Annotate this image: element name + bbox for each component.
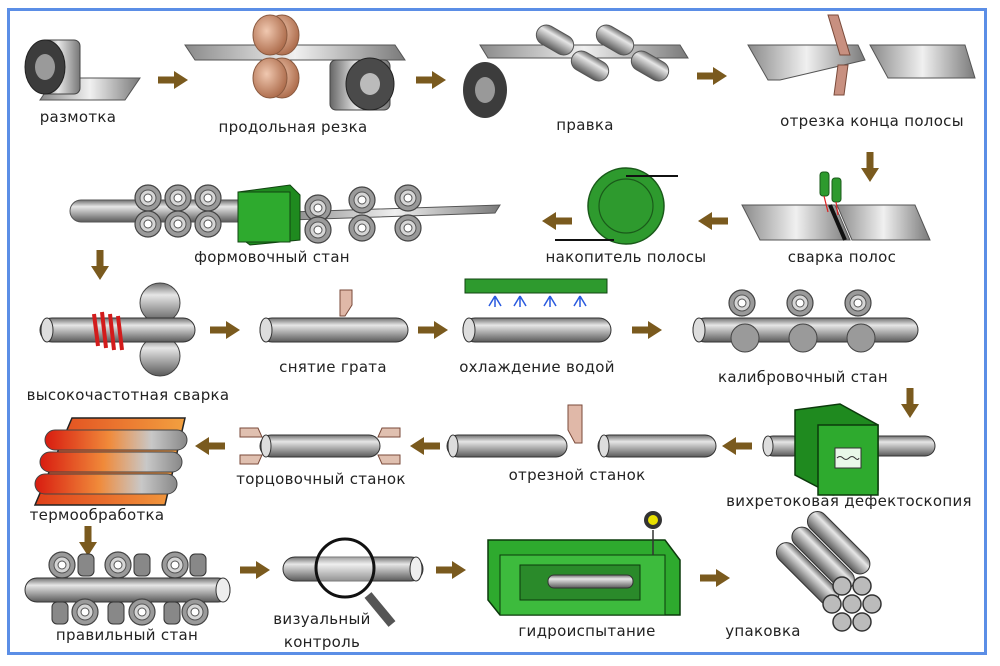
step-label-visual-inspection-line2: контроль — [283, 633, 361, 651]
arrow-left-icon — [698, 212, 728, 230]
arrow-left-icon — [542, 212, 572, 230]
sizing-mill-icon — [692, 289, 919, 353]
strip-welding-icon — [741, 171, 931, 241]
step-label-facing-machine: торцовочный станок — [236, 470, 406, 488]
arrow-right-icon — [632, 321, 662, 339]
arrow-down-icon — [91, 250, 109, 280]
arrow-down-icon — [901, 388, 919, 418]
step-label-packing: упаковка — [725, 622, 801, 640]
forming-mill-icon — [69, 184, 501, 246]
hf-welding-icon — [39, 282, 196, 377]
step-label-eddy-current: вихретоковая дефектоскопия — [726, 492, 972, 510]
straightening-rolls-icon — [463, 24, 689, 118]
coil-unwind-icon — [24, 39, 141, 101]
pipe-bundle-icon — [775, 511, 882, 632]
step-label-straightening: правка — [556, 116, 614, 134]
heat-treatment-icon — [33, 417, 188, 506]
arrow-right-icon — [240, 561, 270, 579]
step-label-unwinding: размотка — [39, 108, 117, 126]
step-label-strip-welding: сварка полос — [787, 248, 897, 266]
step-label-strip-end-cut: отрезка конца полосы — [780, 112, 964, 130]
arrow-right-icon — [210, 321, 240, 339]
arrow-down-icon — [861, 152, 879, 182]
step-label-deburring: снятие грата — [279, 358, 387, 376]
water-cooling-icon — [462, 278, 612, 343]
strip-cut-icon — [747, 14, 976, 96]
arrow-right-icon — [418, 321, 448, 339]
arrow-right-icon — [436, 561, 466, 579]
hydrotest-icon — [487, 511, 681, 616]
step-label-visual-inspection-line1: визуальный — [273, 610, 371, 628]
eddy-current-icon — [762, 403, 936, 496]
cutoff-machine-icon — [446, 404, 717, 458]
step-label-water-cooling: охлаждение водой — [459, 358, 615, 376]
strip-accumulator-icon — [555, 167, 678, 245]
step-label-hf-welding: высокочастотная сварка — [26, 386, 230, 404]
step-label-hydrotest: гидроиспытание — [518, 622, 656, 640]
arrow-left-icon — [195, 437, 225, 455]
straightening-mill-icon — [24, 551, 231, 626]
facing-machine-icon — [239, 427, 401, 465]
arrow-left-icon — [410, 437, 440, 455]
step-label-heat-treatment: термообработка — [29, 506, 165, 524]
deburring-icon — [259, 289, 409, 343]
arrow-right-icon — [697, 67, 727, 85]
step-label-strip-accumulator: накопитель полосы — [545, 248, 707, 266]
step-label-forming-mill: формовочный стан — [194, 248, 350, 266]
step-label-slitting: продольная резка — [218, 118, 368, 136]
step-label-sizing-mill: калибровочный стан — [718, 368, 888, 386]
arrow-right-icon — [158, 71, 188, 89]
magnifier-icon — [282, 537, 424, 627]
step-label-cutoff-machine: отрезной станок — [508, 466, 646, 484]
step-label-straightening-mill: правильный стан — [55, 626, 199, 644]
arrow-right-icon — [416, 71, 446, 89]
arrow-left-icon — [722, 437, 752, 455]
slitting-rolls-icon — [184, 14, 406, 111]
arrow-down-icon — [79, 526, 97, 556]
arrow-right-icon — [700, 569, 730, 587]
